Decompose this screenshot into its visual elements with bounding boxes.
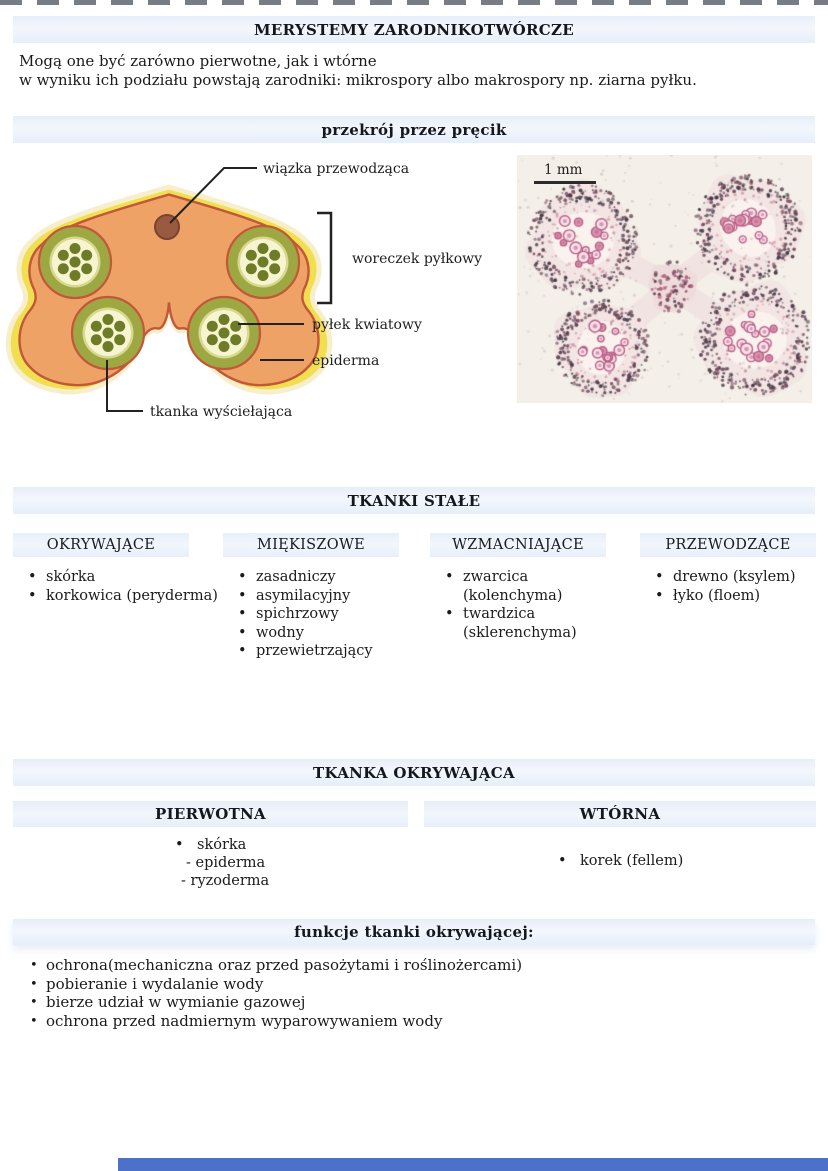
subheader-secondary: WTÓRNA — [424, 801, 816, 827]
pollen-grain-dot — [114, 334, 126, 346]
pollen-grain-dot — [206, 334, 218, 346]
pollen-sac-layer — [218, 327, 230, 339]
list-item: łyko (floem) — [640, 587, 828, 606]
secondary-header: WTÓRNA — [579, 805, 661, 823]
pollen-grain-dot — [81, 263, 93, 275]
scale-bar — [534, 181, 596, 184]
primary-item-text: skórka — [197, 837, 247, 853]
column-header: OKRYWAJĄCE — [13, 533, 189, 557]
tissue-column-2: MIĘKISZOWE zasadniczyasymilacyjnyspichrzo… — [223, 533, 433, 661]
functions-list: ochrona(mechaniczna oraz przed pasożytam… — [30, 956, 522, 1030]
label-lining-tissue: tkanka wyściełająca — [150, 404, 292, 420]
column-header: MIĘKISZOWE — [223, 533, 399, 557]
functions-title: funkcje tkanki okrywającej: — [294, 923, 534, 941]
intro-line-1: Mogą one być zarówno pierwotne, jak i wt… — [19, 52, 377, 70]
function-item: ochrona przed nadmiernym wyparowywaniem … — [30, 1012, 522, 1031]
column-list: zasadniczyasymilacyjnyspichrzowywodnyprz… — [223, 568, 433, 661]
secondary-list-item: korek (fellem) — [558, 853, 828, 869]
list-item: skórka — [13, 568, 223, 587]
tissue-column-1: OKRYWAJĄCE skórkakorkowica (peryderma) — [13, 533, 223, 605]
page-title: MERYSTEMY ZARODNIKOTWÓRCZE — [254, 20, 574, 39]
bracket-pollen-sac — [317, 211, 333, 305]
list-item: spichrzowy — [223, 605, 433, 624]
intro-line-2: w wyniku ich podziału powstają zarodniki… — [19, 70, 697, 89]
list-item-continuation: (kolenchyma) — [463, 587, 563, 604]
primary-sub-item-ryzoderma: - ryzoderma — [181, 873, 270, 889]
primary-list-item: skórka — [175, 837, 828, 853]
list-item: korkowica (peryderma) — [13, 587, 223, 606]
scale-label: 1 mm — [544, 162, 583, 178]
column-list: zwarcica(kolenchyma)twardzica(sklerenchy… — [430, 568, 640, 642]
list-item: zwarcica — [430, 568, 640, 587]
list-item: wodny — [223, 624, 433, 643]
permanent-tissues-title: TKANKI STAŁE — [347, 491, 481, 510]
column-header: PRZEWODZĄCE — [640, 533, 816, 557]
pollen-grain-dot — [81, 249, 93, 261]
pollen-grain-dot — [90, 334, 102, 346]
pollen-grain-dot — [102, 341, 114, 352]
section-header-meristems: MERYSTEMY ZARODNIKOTWÓRCZE — [13, 16, 815, 43]
pollen-sac-layer — [257, 256, 269, 268]
function-item: ochrona(mechaniczna oraz przed pasożytam… — [30, 956, 522, 975]
pollen-sac-layer — [102, 327, 114, 339]
pointer-lining-tissue — [106, 360, 143, 412]
pollen-grain-dot — [230, 334, 242, 346]
covering-tissue-title: TKANKA OKRYWAJĄCA — [313, 763, 515, 782]
label-vascular-bundle: wiązka przewodząca — [263, 161, 409, 177]
pollen-grain-dot — [230, 320, 242, 332]
tissue-column-4: PRZEWODZĄCE drewno (ksylem)łyko (floem) — [640, 533, 828, 605]
pollen-grain-dot — [245, 263, 257, 275]
section-header-permanent-tissues: TKANKI STAŁE — [13, 487, 815, 514]
pollen-grain-dot — [218, 314, 230, 325]
primary-header: PIERWOTNA — [155, 805, 266, 823]
torn-edge-decoration — [0, 0, 828, 5]
list-item: zasadniczy — [223, 568, 433, 587]
pollen-grain-dot — [269, 263, 281, 275]
anther-diagram: wiązka przewodząca woreczek pyłkowy pyłe… — [5, 161, 482, 420]
pollen-grain-dot — [206, 320, 218, 332]
function-item: pobieranie i wydalanie wody — [30, 975, 522, 994]
primary-sub-item-epiderma: - epiderma — [186, 855, 266, 871]
pollen-grain-dot — [245, 249, 257, 261]
list-item: przewietrzający — [223, 642, 433, 661]
pollen-grain-dot — [69, 270, 81, 281]
pollen-grain-dot — [269, 249, 281, 261]
secondary-item-text: korek (fellem) — [580, 853, 684, 869]
column-header: WZMACNIAJĄCE — [430, 533, 606, 557]
subheader-primary: PIERWOTNA — [13, 801, 408, 827]
pollen-grain-dot — [57, 249, 69, 261]
label-pollen-sac: woreczek pyłkowy — [352, 251, 482, 267]
intro-paragraph: Mogą one być zarówno pierwotne, jak i wt… — [19, 52, 697, 89]
list-item: drewno (ksylem) — [640, 568, 828, 587]
pollen-grain-dot — [90, 320, 102, 332]
pollen-sacs — [37, 224, 301, 371]
column-list: skórkakorkowica (peryderma) — [13, 568, 223, 605]
micrograph-image — [517, 155, 812, 403]
pollen-grain-dot — [57, 263, 69, 275]
column-list: drewno (ksylem)łyko (floem) — [640, 568, 828, 605]
anther-micrograph: 1 mm — [517, 155, 812, 403]
label-pollen: pyłek kwiatowy — [312, 317, 422, 333]
pollen-grain-dot — [257, 270, 269, 281]
function-item: bierze udział w wymianie gazowej — [30, 993, 522, 1012]
list-item: twardzica — [430, 605, 640, 624]
pollen-grain-dot — [218, 341, 230, 352]
pollen-sac-layer — [69, 256, 81, 268]
list-item: asymilacyjny — [223, 587, 433, 606]
list-item-continuation: (sklerenchyma) — [463, 624, 577, 641]
pointer-vascular-bundle — [169, 167, 257, 224]
pollen-grain-dot — [69, 243, 81, 254]
pollen-grain-dot — [102, 314, 114, 325]
section-header-anther: przekrój przez pręcik — [13, 116, 815, 143]
label-epidermis: epiderma — [312, 353, 379, 369]
section-header-covering-tissue: TKANKA OKRYWAJĄCA — [13, 759, 815, 786]
next-section-bar-cut-off — [118, 1158, 828, 1171]
pollen-grain-dot — [257, 243, 269, 254]
anther-section-title: przekrój przez pręcik — [321, 120, 507, 139]
section-header-functions: funkcje tkanki okrywającej: — [13, 919, 815, 945]
tissue-column-3: WZMACNIAJĄCE zwarcica(kolenchyma)twardzic… — [430, 533, 640, 642]
pollen-grain-dot — [114, 320, 126, 332]
